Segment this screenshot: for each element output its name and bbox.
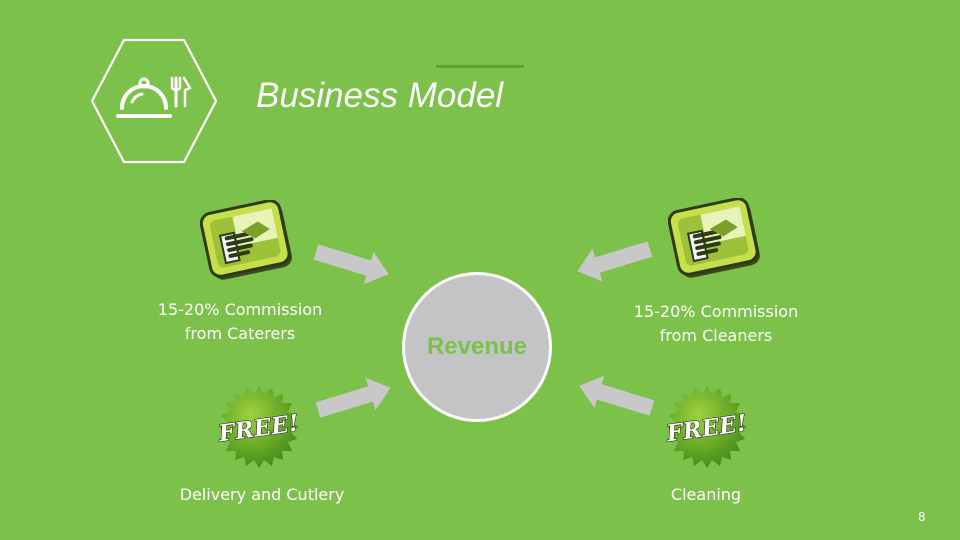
free-badge-icon-right: FREE! — [663, 386, 749, 468]
page-number: 8 — [918, 510, 926, 524]
free-badge-icon-left: FREE! — [215, 386, 301, 468]
arrow-icon-top-left — [313, 244, 389, 285]
handshake-icon-right — [668, 198, 760, 278]
delivery-cutlery-label: Delivery and Cutlery — [179, 485, 345, 504]
arrow-icon-top-right — [577, 241, 653, 282]
cleaners-commission-label: 15-20% Commission from Cleaners — [616, 300, 816, 348]
caterers-label-line2: from Caterers — [184, 324, 296, 343]
caterers-label-line1: 15-20% Commission — [157, 300, 323, 319]
arrow-icon-bottom-right — [579, 375, 655, 416]
title-accent-line — [436, 65, 524, 68]
handshake-icon-left — [200, 200, 292, 280]
revenue-circle: Revenue — [402, 272, 552, 422]
cleaners-label-line1: 15-20% Commission — [633, 302, 799, 321]
logo-hexagon-icon — [90, 38, 218, 164]
caterers-commission-label: 15-20% Commission from Caterers — [140, 298, 340, 346]
revenue-label: Revenue — [426, 333, 528, 360]
slide-title: Business Model — [256, 76, 504, 115]
cleaners-label-line2: from Cleaners — [659, 326, 773, 345]
serving-cloche-cutlery-icon — [116, 76, 192, 118]
arrow-icon-bottom-left — [315, 377, 391, 418]
cleaning-label: Cleaning — [670, 485, 742, 504]
